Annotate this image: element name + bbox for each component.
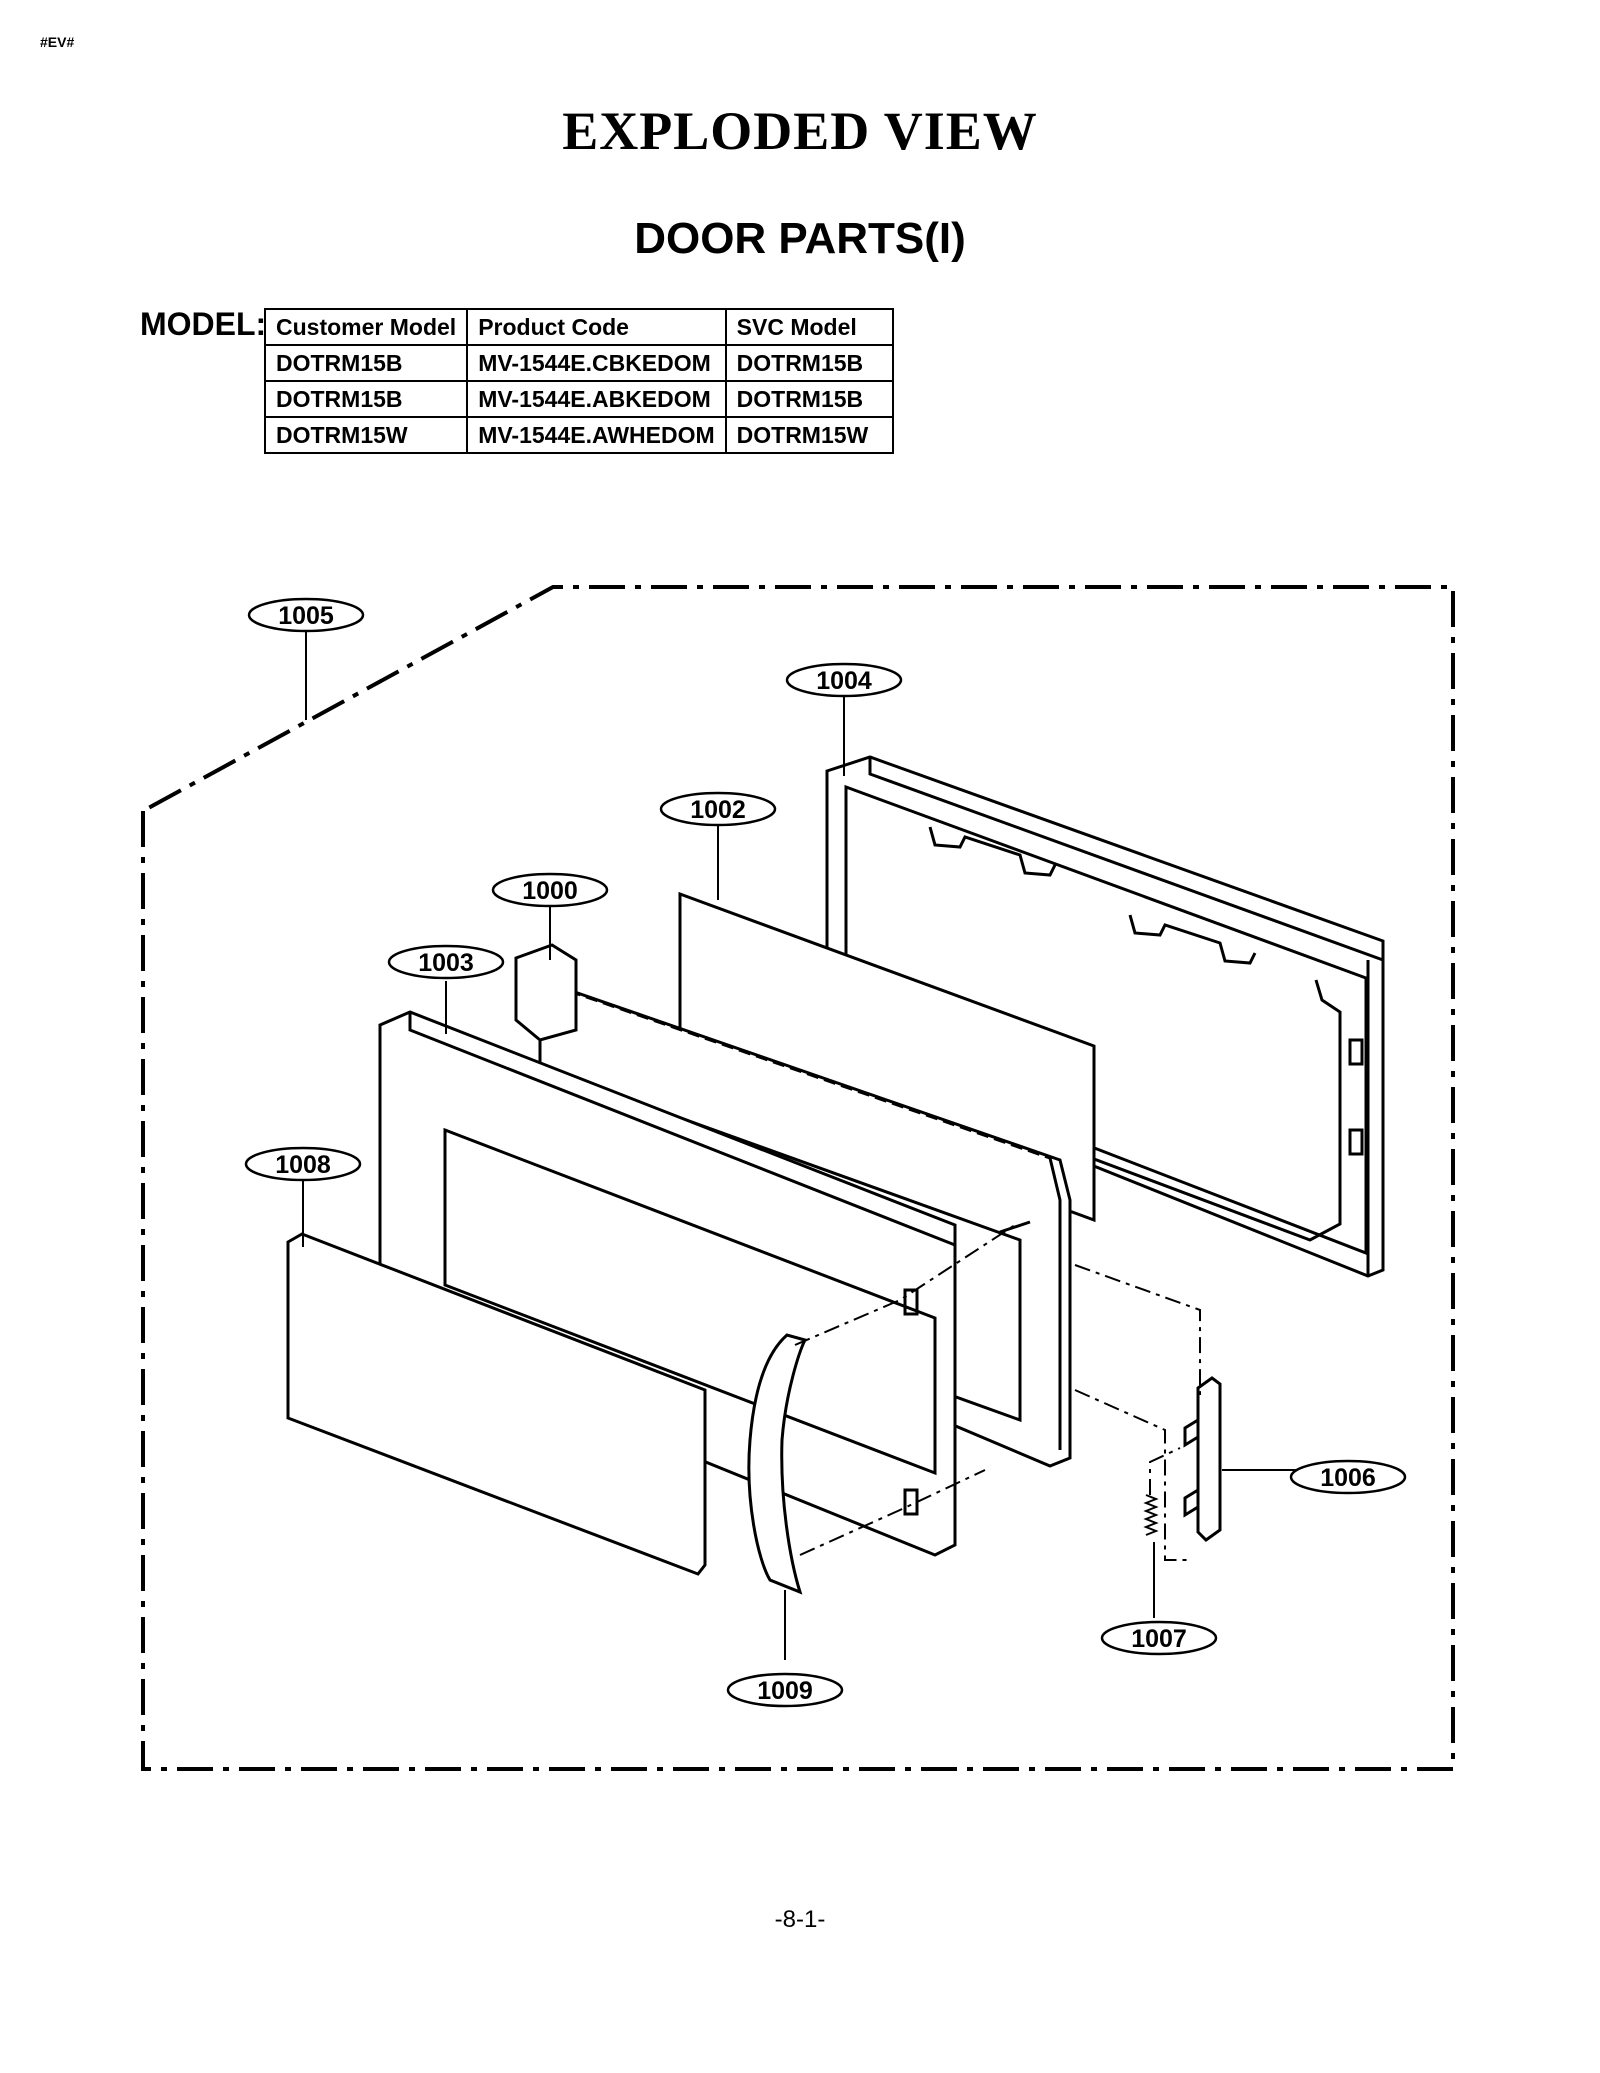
assembly-guide-lines [794,1224,1201,1561]
model-label: MODEL: [140,306,267,342]
svg-text:1008: 1008 [275,1151,331,1179]
table-cell: DOTRM15W [724,416,894,454]
svg-text:1003: 1003 [418,949,474,977]
table-cell: DOTRM15B [724,380,894,418]
latch-hook [1183,1376,1222,1542]
assembly-boundary [141,585,1455,1771]
callout-1003: 1003 [387,944,505,980]
svg-text:1000: 1000 [522,877,578,905]
table-row: DOTRM15W MV-1544E.AWHEDOM DOTRM15W [263,416,894,454]
svg-text:1007: 1007 [1131,1625,1187,1653]
callout-leaders [302,626,1305,1660]
callout-1004: 1004 [785,662,903,698]
callout-1002: 1002 [659,791,777,827]
door-outer-frame [378,1010,957,1557]
model-table: Customer Model Product Code SVC Model DO… [263,308,894,454]
svg-text:1006: 1006 [1320,1464,1376,1492]
table-cell: DOTRM15B [724,344,894,382]
svg-text:1009: 1009 [757,1677,813,1705]
table-row: DOTRM15B MV-1544E.CBKEDOM DOTRM15B [263,344,894,382]
door-handle [747,1333,808,1595]
latch-spring [1143,1494,1159,1536]
svg-text:1005: 1005 [278,602,334,630]
document-tag: #EV# [40,34,75,50]
table-cell: MV-1544E.CBKEDOM [466,344,727,382]
callout-1000: 1000 [491,872,609,908]
svg-text:1002: 1002 [690,796,746,824]
table-row: DOTRM15B MV-1544E.ABKEDOM DOTRM15B [263,380,894,418]
table-cell: MV-1544E.AWHEDOM [466,416,727,454]
page-title: EXPLODED VIEW [562,101,1038,161]
callout-1008: 1008 [244,1146,362,1182]
model-table-header-row: Customer Model Product Code SVC Model [263,308,894,346]
callout-1006: 1006 [1289,1459,1407,1495]
svg-text:1004: 1004 [816,667,872,695]
callout-1005: 1005 [247,597,365,633]
column-header: SVC Model [724,308,894,346]
table-cell: DOTRM15W [263,416,469,454]
page-number: -8-1- [774,1906,826,1933]
callout-1007: 1007 [1100,1620,1218,1656]
table-cell: DOTRM15B [263,344,469,382]
callout-1009: 1009 [726,1672,844,1708]
column-header: Customer Model [263,308,469,346]
page-subtitle: DOOR PARTS(I) [634,214,966,263]
table-cell: MV-1544E.ABKEDOM [466,380,727,418]
table-cell: DOTRM15B [263,380,469,418]
column-header: Product Code [466,308,727,346]
